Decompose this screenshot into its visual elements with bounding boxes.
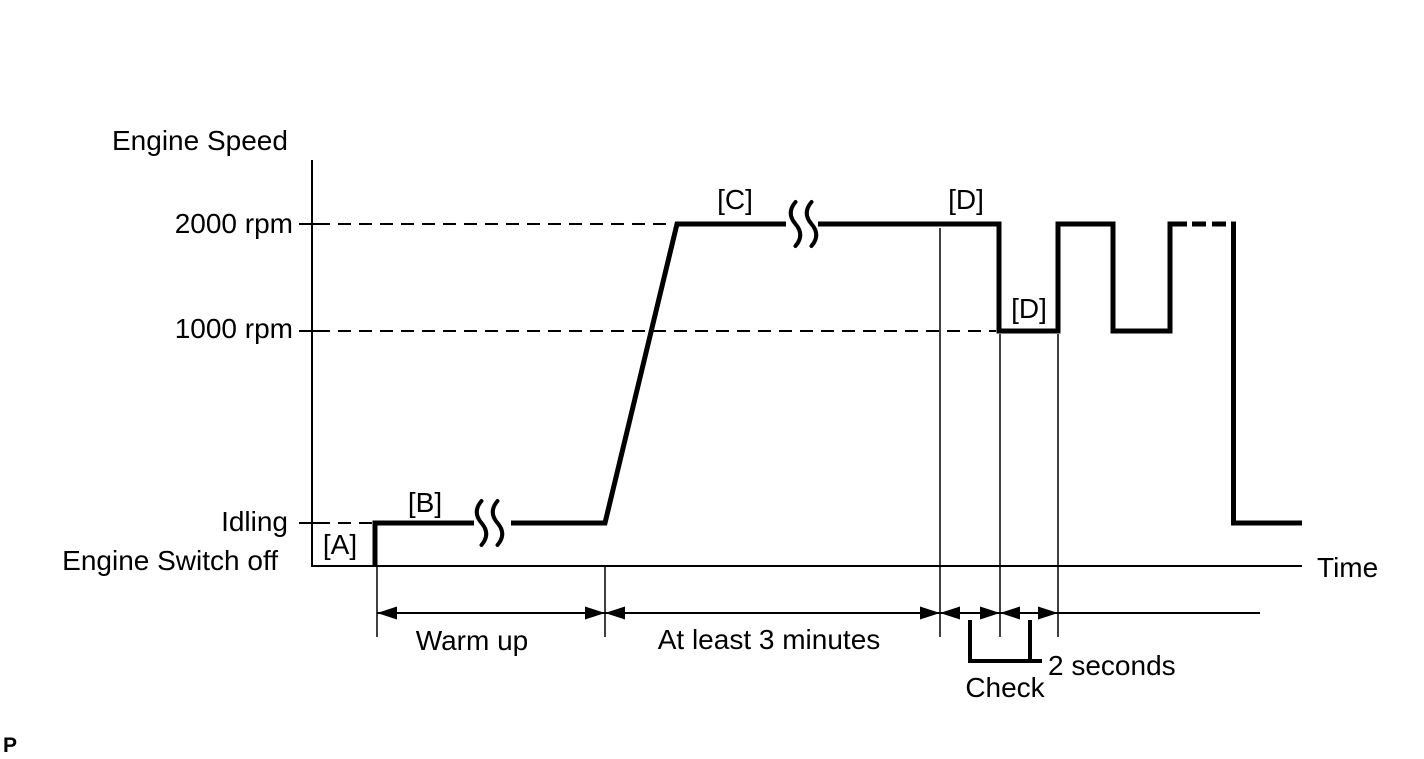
span-label-warm-up: Warm up	[416, 625, 529, 656]
arrowhead-left-icon	[940, 606, 960, 620]
speed-trace-return-to-idle	[1231, 221, 1302, 526]
point-label-b: [B]	[408, 487, 442, 518]
level-label-2000rpm: 2000 rpm	[175, 208, 293, 239]
arrowhead-left-icon	[605, 606, 625, 620]
break-mark-icon	[788, 200, 803, 248]
point-label-d-high: [D]	[948, 184, 984, 215]
arrowhead-right-icon	[585, 606, 605, 620]
speed-trace-check-pulses	[818, 221, 1187, 334]
span-label-check: Check	[965, 672, 1045, 703]
point-label-d-low: [D]	[1011, 293, 1047, 324]
page-marker: P	[3, 734, 17, 757]
level-label-1000rpm: 1000 rpm	[175, 313, 293, 344]
level-label-idling: Idling	[221, 506, 288, 537]
arrowhead-left-icon	[1000, 606, 1020, 620]
speed-trace-start-idle	[372, 520, 474, 566]
break-mark-icon	[490, 499, 505, 547]
point-label-a: [A]	[323, 529, 357, 560]
y-axis-title: Engine Speed	[112, 125, 288, 156]
arrowhead-left-icon	[377, 606, 397, 620]
point-label-c: [C]	[717, 184, 753, 215]
span-label-two-seconds: 2 seconds	[1048, 650, 1176, 681]
speed-trace-ramp-to-2000	[511, 221, 786, 526]
arrowhead-right-icon	[1038, 606, 1058, 620]
break-mark-icon	[474, 499, 489, 547]
x-axis-label: Time	[1317, 552, 1378, 583]
check-bracket	[968, 620, 1042, 663]
level-label-engine-switch-off: Engine Switch off	[62, 545, 278, 576]
span-label-three-minutes: At least 3 minutes	[658, 624, 881, 655]
arrowhead-right-icon	[980, 606, 1000, 620]
arrowhead-right-icon	[920, 606, 940, 620]
break-mark-icon	[804, 200, 819, 248]
